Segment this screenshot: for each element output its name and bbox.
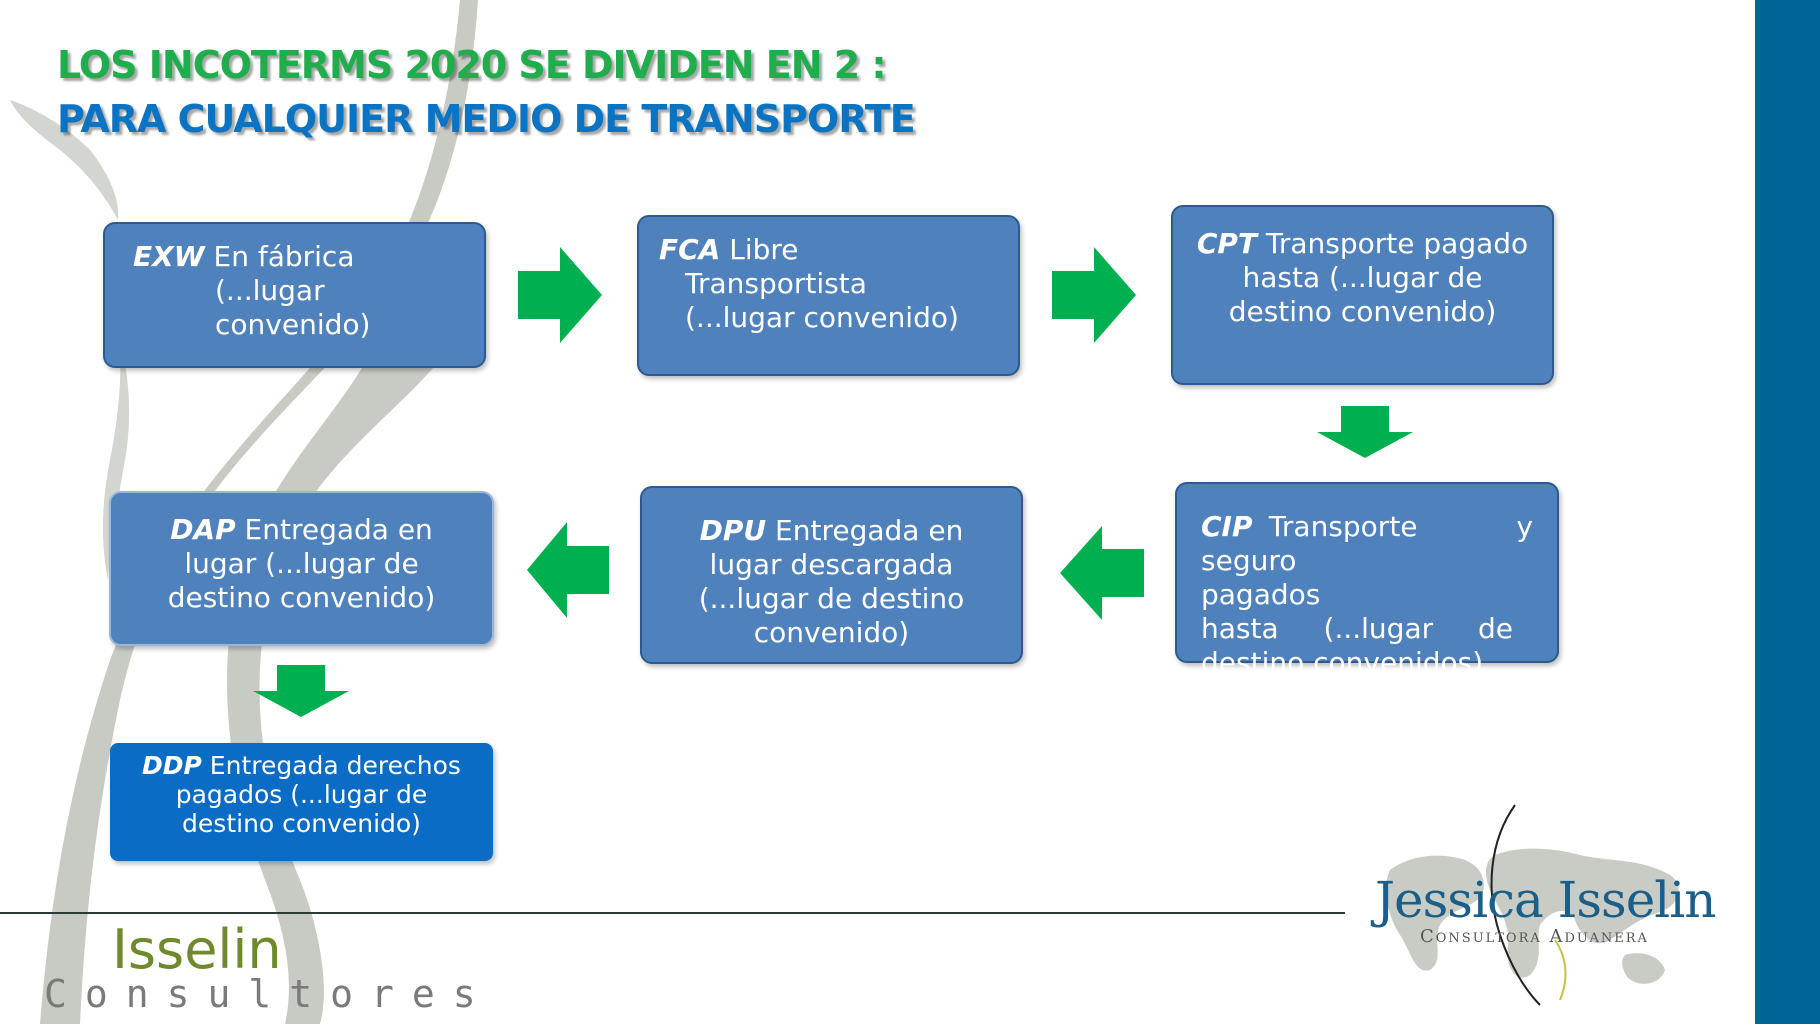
arrow-left-icon (1060, 526, 1144, 620)
arrow-left-icon (527, 522, 609, 618)
incoterm-text: Entregada derechos (201, 751, 461, 780)
incoterm-box-fca: FCA Libre Transportista (...lugar conven… (637, 215, 1020, 376)
footer-divider (0, 912, 1345, 914)
incoterm-text: (...lugar de destino (698, 582, 965, 615)
arrow-right-icon (518, 247, 602, 343)
right-accent-bar (1755, 0, 1820, 1024)
world-map-logo-icon (1385, 804, 1679, 1006)
incoterm-text: convenido) (215, 308, 371, 341)
slide-title: LOS INCOTERMS 2020 SE DIVIDEN EN 2 : PAR… (57, 38, 916, 146)
incoterm-text: convenido) (753, 616, 910, 649)
incoterm-text: (...lugar (215, 274, 325, 307)
title-line-1: LOS INCOTERMS 2020 SE DIVIDEN EN 2 : (57, 43, 887, 87)
incoterm-box-cip: CIP Transporte y seguro pagados hasta (..… (1175, 482, 1559, 679)
isselin-logo-name: Isselin (112, 918, 282, 981)
incoterm-box-dpu: DPU Entregada en lugar descargada (...lu… (640, 486, 1023, 664)
incoterm-box-cpt: CPT Transporte pagado hasta (...lugar de… (1171, 205, 1554, 385)
incoterm-text: En fábrica (204, 240, 355, 273)
incoterm-text: destino convenido) (182, 809, 421, 838)
incoterm-code: DPU (699, 514, 767, 547)
incoterm-box-exw: EXW En fábrica (...lugar convenido) (103, 222, 486, 368)
incoterm-code: CPT (1196, 227, 1257, 260)
arrow-down-icon (253, 665, 349, 717)
incoterm-text: lugar descargada (709, 548, 954, 581)
incoterm-text: Entregada en (766, 514, 964, 547)
incoterm-code: DAP (170, 513, 236, 546)
incoterm-text: lugar (...lugar de (184, 547, 419, 580)
incoterm-code: EXW (133, 240, 205, 273)
incoterm-text: Transporte y (1268, 510, 1533, 543)
incoterm-text: destino convenido) (1228, 295, 1497, 328)
incoterm-text: hasta (...lugar de (1201, 612, 1514, 645)
incoterm-code: CIP (1201, 510, 1253, 543)
incoterm-code: FCA (659, 233, 721, 266)
incoterm-text: destino convenido) (167, 581, 436, 614)
jessica-isselin-logo-name: Jessica Isselin (1375, 871, 1716, 929)
incoterm-text: (...lugar convenido) (685, 301, 959, 334)
incoterm-text: destino convenidos) (1201, 646, 1484, 679)
incoterm-box-dap: DAP Entregada en lugar (...lugar de dest… (109, 491, 494, 646)
isselin-logo-subtitle: Consultores (44, 972, 494, 1016)
incoterm-text: Entregada en (235, 513, 433, 546)
title-line-2: PARA CUALQUIER MEDIO DE TRANSPORTE (57, 97, 916, 141)
arrow-down-icon (1317, 406, 1413, 458)
incoterm-box-ddp: DDP Entregada derechos pagados (...lugar… (110, 743, 493, 861)
arrow-right-icon (1052, 247, 1136, 343)
incoterm-code: DDP (142, 751, 202, 780)
jessica-isselin-logo-subtitle: Consultora Aduanera (1420, 926, 1649, 947)
incoterm-text: Transportista (685, 267, 867, 300)
incoterm-text: Libre (720, 233, 799, 266)
incoterm-text: Transporte pagado (1256, 227, 1529, 260)
incoterm-text: hasta (...lugar de (1242, 261, 1483, 294)
incoterm-text: pagados (...lugar de (175, 780, 428, 809)
incoterm-text: seguro pagados (1201, 544, 1321, 611)
